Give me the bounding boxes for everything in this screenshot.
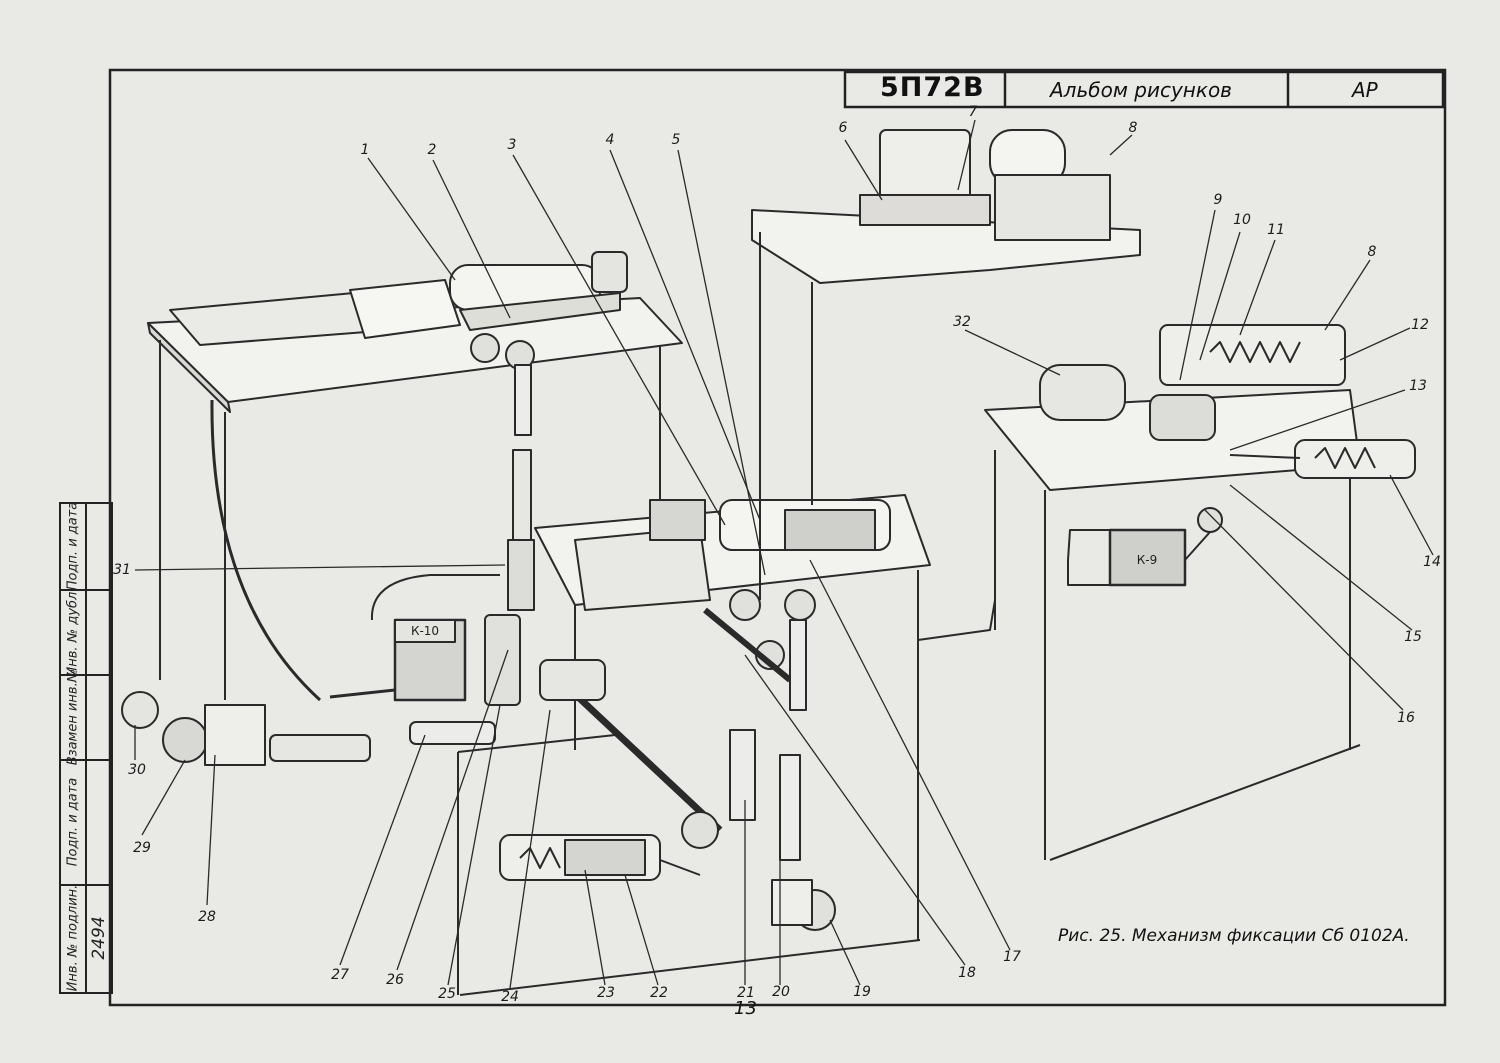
stamp-field-dup-inv: Инв. № дубл. <box>65 587 81 677</box>
callout-26: 26 <box>386 972 404 988</box>
lower-linkage <box>121 614 836 931</box>
figure-caption: Рис. 25. Механизм фиксации Сб 0102А. <box>1058 926 1410 946</box>
callout-5: 5 <box>671 132 681 148</box>
stamp-field-sign-date-1: Подп. и дата <box>65 777 81 867</box>
middle-cabinet <box>457 494 931 996</box>
callout-32: 32 <box>953 314 971 330</box>
callout-30: 30 <box>128 762 146 778</box>
callout-24: 24 <box>501 989 519 1005</box>
callout-2: 2 <box>427 142 437 158</box>
leader-lines <box>134 119 1434 989</box>
stamp-field-sign-date-2: Подп. и дата <box>65 501 81 591</box>
callout-19: 19 <box>853 984 871 1000</box>
right-cabinet <box>751 129 1416 861</box>
title-block <box>843 70 1445 109</box>
drawing-frame <box>108 68 1447 1007</box>
callout-31: 31 <box>113 562 131 578</box>
stamp-field-orig-inv: Инв. № подлин. <box>65 884 81 992</box>
stamp-field-replaces-inv: Взамен инв.№ <box>65 668 81 766</box>
callout-8-top: 8 <box>1128 120 1138 136</box>
callout-3: 3 <box>507 137 517 153</box>
callout-17: 17 <box>1003 949 1021 965</box>
left-stamp <box>59 502 113 994</box>
callout-1: 1 <box>360 142 370 158</box>
k10-relay <box>329 574 500 702</box>
callout-4: 4 <box>605 132 615 148</box>
callout-7: 7 <box>968 104 978 120</box>
callout-27: 27 <box>331 967 349 983</box>
callout-14: 14 <box>1423 554 1441 570</box>
callout-28: 28 <box>198 909 216 925</box>
inventory-number: 2494 <box>89 916 109 960</box>
callout-21: 21 <box>737 985 755 1001</box>
relay-k9-label: К-9 <box>1136 553 1158 567</box>
callout-8-right: 8 <box>1367 244 1377 260</box>
model-number: 5П72В <box>880 72 985 103</box>
callout-10: 10 <box>1233 212 1251 228</box>
left-cabinet <box>147 251 683 702</box>
callout-22: 22 <box>650 985 668 1001</box>
callout-12: 12 <box>1411 317 1429 333</box>
callout-11: 11 <box>1267 222 1285 238</box>
callout-25: 25 <box>438 986 456 1002</box>
callout-13: 13 <box>1409 378 1427 394</box>
callout-6: 6 <box>838 120 848 136</box>
callout-29: 29 <box>133 840 151 856</box>
callout-18: 18 <box>958 965 976 981</box>
callout-23: 23 <box>597 985 615 1001</box>
callout-9: 9 <box>1213 192 1223 208</box>
callout-15: 15 <box>1404 629 1422 645</box>
callout-20: 20 <box>772 984 790 1000</box>
album-code: АР <box>1352 78 1378 102</box>
relay-k10-label: К-10 <box>410 624 440 638</box>
page-number: 13 <box>734 998 757 1019</box>
album-title: Альбом рисунков <box>1050 78 1232 102</box>
callout-16: 16 <box>1397 710 1415 726</box>
